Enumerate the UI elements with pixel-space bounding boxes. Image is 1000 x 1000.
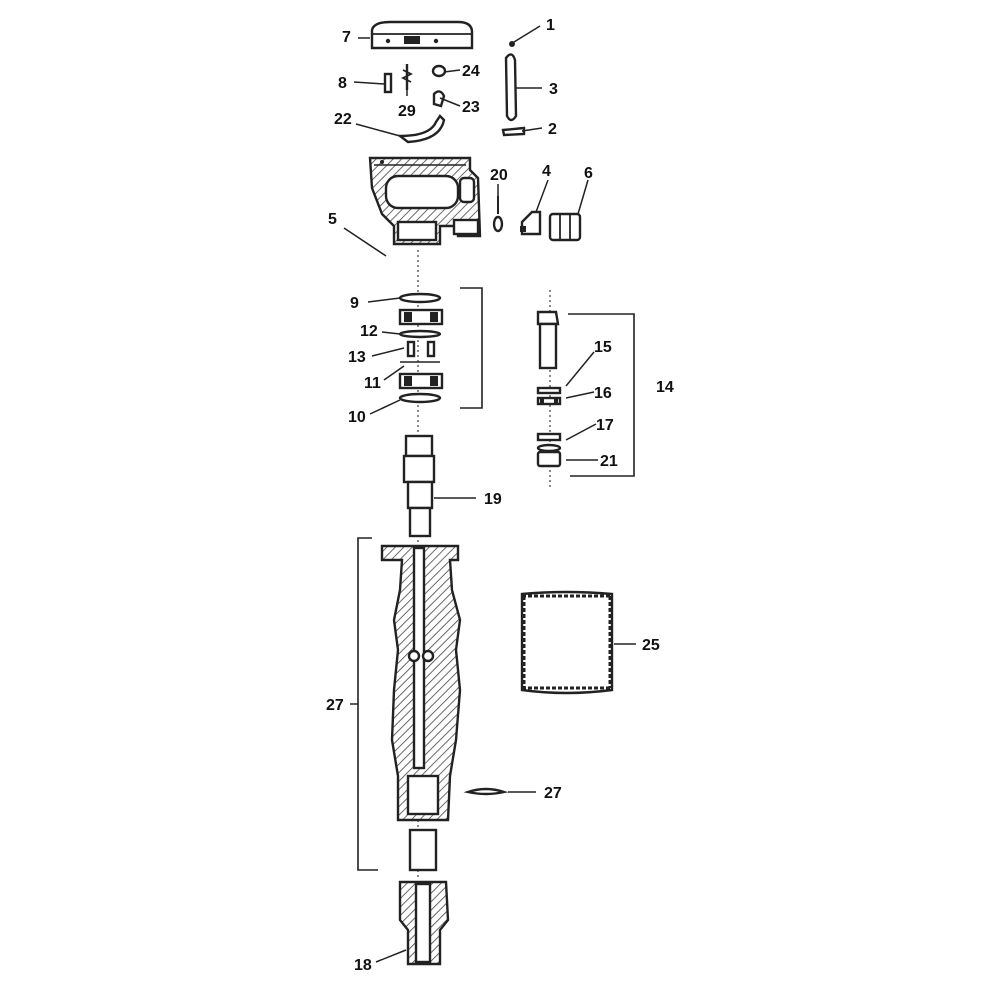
callout-19: 19	[484, 491, 502, 508]
part-10-washer	[398, 392, 442, 404]
callout-13: 13	[348, 349, 366, 366]
bracket-14	[568, 313, 635, 477]
callout-21: 21	[600, 453, 618, 470]
callout-25: 25	[642, 637, 660, 654]
callout-17: 17	[596, 417, 614, 434]
part-27-column	[380, 544, 462, 822]
part-2-pin	[501, 126, 526, 137]
part-7-top-cap	[370, 20, 474, 50]
part-19-shaft	[402, 434, 436, 538]
part-21-nut	[536, 450, 562, 468]
callout-6: 6	[584, 165, 593, 182]
callout-8: 8	[338, 75, 347, 92]
part-11-bearing-lower	[398, 361, 444, 390]
callout-20: 20	[490, 167, 508, 184]
callout-24: 24	[462, 63, 480, 80]
callout-14: 14	[656, 379, 674, 396]
part-14-bolt	[536, 310, 560, 370]
part-17-washer	[536, 432, 562, 453]
callout-10: 10	[348, 409, 366, 426]
bracket-9-10	[460, 287, 483, 409]
part-8-pin	[383, 72, 393, 94]
upper-housing	[368, 156, 482, 246]
part-25-bag	[520, 590, 614, 695]
callout-1: 1	[546, 17, 555, 34]
part-4-connector	[520, 210, 542, 236]
callout-29: 29	[398, 103, 416, 120]
callout-11: 11	[364, 375, 381, 392]
part-27-clip	[463, 787, 509, 796]
part-18-nozzle	[398, 880, 450, 966]
callout-23: 23	[462, 99, 480, 116]
callout-7: 7	[342, 29, 351, 46]
callout-16: 16	[594, 385, 612, 402]
leader-lines	[343, 25, 636, 963]
part-13-rollers	[406, 340, 436, 358]
part-1-ball	[509, 41, 515, 47]
callout-3: 3	[549, 81, 558, 98]
callout-18: 18	[354, 957, 372, 974]
part-23-clip	[432, 90, 446, 108]
callout-5: 5	[328, 211, 337, 228]
callout-labels: 7 1 3 2 8 29 24 23 22 20 4 6 5 9 12 13 1…	[326, 17, 674, 974]
part-22-lever	[396, 114, 446, 144]
part-12-washer	[398, 329, 442, 339]
callout-4: 4	[542, 163, 551, 180]
part-15-washer	[536, 386, 562, 395]
bracket-27	[357, 537, 378, 871]
part-3-link-rod	[504, 53, 518, 122]
callout-9: 9	[350, 295, 359, 312]
part-9-washer	[398, 292, 442, 304]
part-20-fastener	[492, 196, 504, 233]
part-24-clip	[431, 64, 447, 78]
callout-27-clip: 27	[544, 785, 562, 802]
callout-27-bracket: 27	[326, 697, 344, 714]
callout-2: 2	[548, 121, 557, 138]
part-6-hex-fitting	[548, 212, 582, 242]
callout-12: 12	[360, 323, 378, 340]
part-16-washer	[536, 396, 562, 406]
part-27-lower-sleeve	[408, 828, 438, 872]
bearing-upper	[398, 308, 444, 326]
callout-22: 22	[334, 111, 352, 128]
callout-15: 15	[594, 339, 612, 356]
